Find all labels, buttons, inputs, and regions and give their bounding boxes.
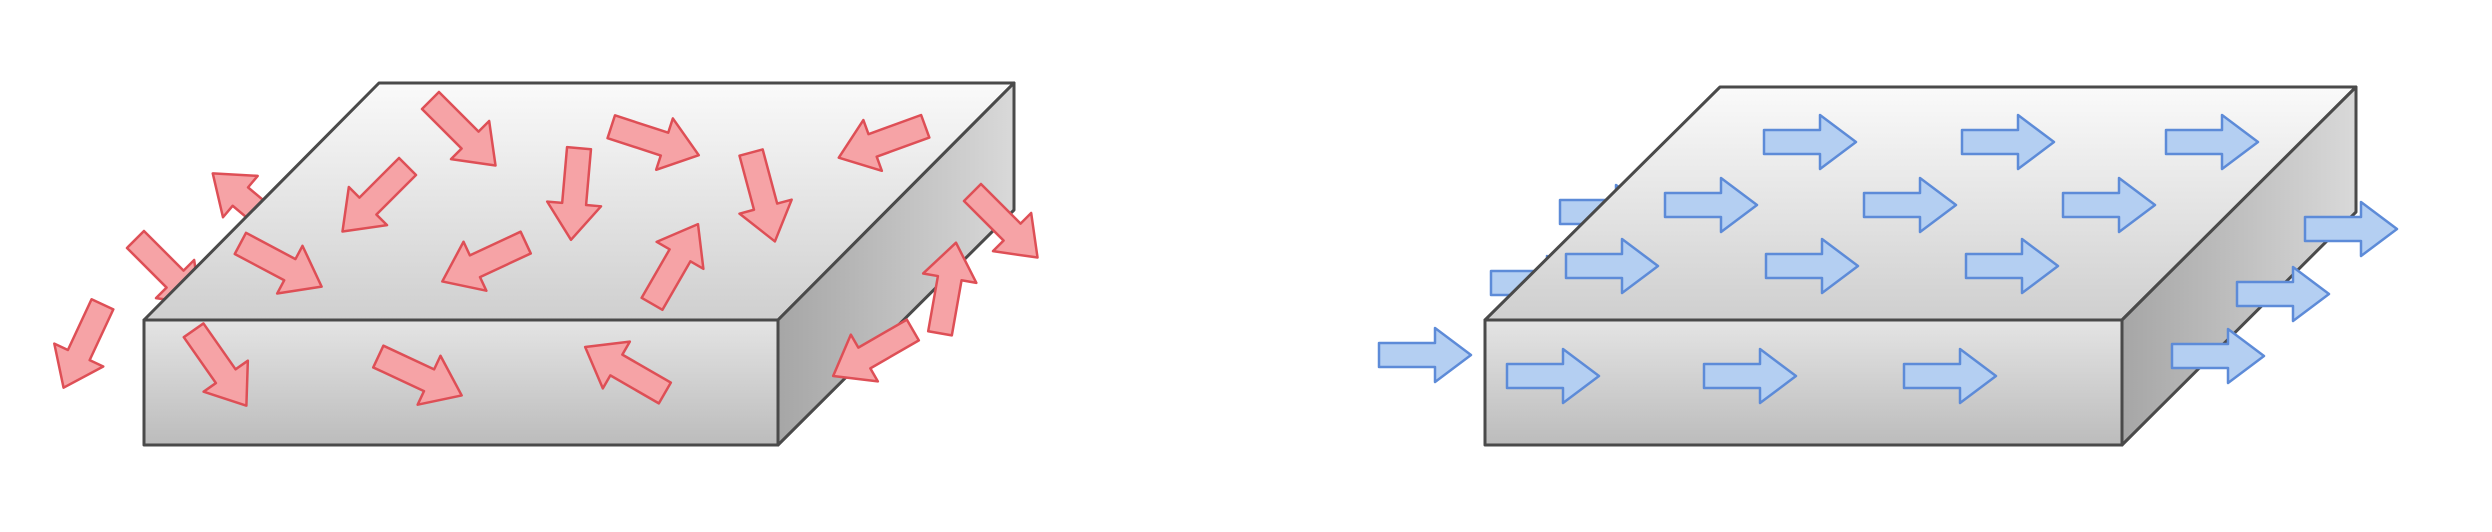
random-arrow-18 (583, 340, 673, 405)
random-arrow-15 (831, 318, 921, 383)
aligned-arrow-2 (1960, 113, 2056, 171)
aligned-arrow-8 (1764, 237, 1860, 295)
random-arrows-front (182, 90, 1039, 407)
aligned-arrow-6 (2061, 176, 2157, 234)
aligned-arrow-10 (1505, 347, 1601, 405)
random-arrow-9 (640, 222, 705, 312)
random-arrow-3 (837, 113, 931, 173)
aligned-arrow-1 (1762, 113, 1858, 171)
aligned-arrow-15 (1377, 326, 1473, 384)
slab-left-side-face (776, 81, 1016, 447)
random-arrow-1 (420, 90, 497, 167)
random-arrow-12 (53, 297, 115, 389)
random-arrow-2 (606, 114, 700, 172)
random-panel (53, 81, 1039, 447)
aligned-arrow-16 (2303, 200, 2399, 258)
random-arrow-7 (233, 231, 323, 295)
random-arrow-13 (962, 182, 1039, 259)
aligned-arrow-17 (2235, 265, 2331, 323)
random-arrow-8 (441, 230, 533, 292)
aligned-panel (1377, 85, 2399, 447)
aligned-arrow-7 (1564, 237, 1660, 295)
aligned-arrow-5 (1862, 176, 1958, 234)
aligned-arrow-3 (2164, 113, 2260, 171)
random-arrow-5 (545, 145, 603, 242)
aligned-arrow-12 (1902, 347, 1998, 405)
random-arrow-16 (182, 322, 250, 407)
random-arrow-4 (341, 156, 418, 233)
aligned-arrow-9 (1964, 237, 2060, 295)
aligned-arrow-4 (1663, 176, 1759, 234)
random-arrow-17 (371, 344, 463, 406)
aligned-arrow-11 (1702, 347, 1798, 405)
random-arrow-14 (921, 241, 978, 337)
aligned-arrow-18 (2170, 327, 2266, 385)
random-arrow-6 (738, 148, 793, 243)
aligned-arrows-front (1377, 113, 2399, 405)
